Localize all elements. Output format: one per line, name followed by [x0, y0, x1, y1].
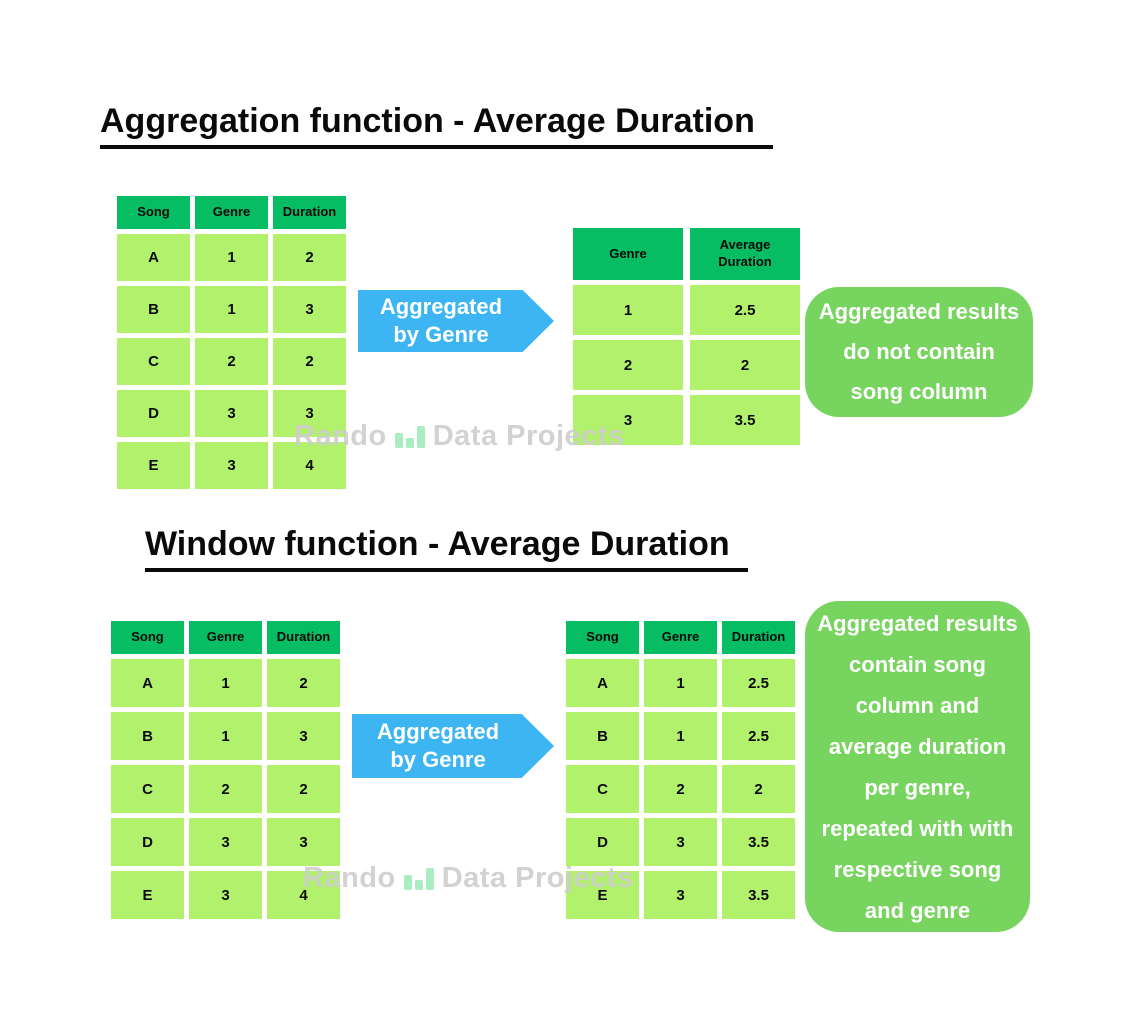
note-line: repeated with with — [821, 815, 1014, 841]
header-cell: Genre — [573, 228, 683, 280]
data-cell: 2 — [573, 340, 683, 390]
section-title-aggregation: Aggregation function - Average Duration — [100, 102, 773, 149]
data-cell: D — [111, 818, 184, 866]
data-cell: 3 — [273, 390, 346, 437]
watermark-text-rest: Data Projects — [432, 420, 625, 452]
data-cell: 2 — [644, 765, 717, 813]
data-cell: 3 — [267, 712, 340, 760]
watermark-text-prefix: Rando — [294, 420, 387, 452]
data-cell: 4 — [267, 871, 340, 919]
header-cell: Song — [566, 621, 639, 654]
data-cell: A — [111, 659, 184, 707]
data-cell: 2.5 — [722, 659, 795, 707]
aggregated-by-genre-arrow: Aggregated by Genre — [352, 714, 554, 778]
bar-chart-icon — [394, 425, 425, 448]
note-line: Aggregated results — [817, 610, 1018, 636]
data-cell: C — [117, 338, 190, 385]
data-cell: A — [566, 659, 639, 707]
data-cell: 1 — [189, 712, 262, 760]
note-line: column and — [855, 692, 980, 718]
watermark: Rando Data Projects — [294, 420, 625, 453]
header-cell: Average Duration — [690, 228, 800, 280]
header-cell: Genre — [189, 621, 262, 654]
data-cell: 2 — [722, 765, 795, 813]
data-cell: A — [117, 234, 190, 281]
data-cell: E — [566, 871, 639, 919]
data-cell: 3.5 — [690, 395, 800, 445]
data-cell: C — [111, 765, 184, 813]
data-cell: 2.5 — [722, 712, 795, 760]
data-cell: B — [117, 286, 190, 333]
data-cell: 1 — [189, 659, 262, 707]
data-cell: 3 — [189, 871, 262, 919]
data-cell: E — [117, 442, 190, 489]
header-cell: Genre — [195, 196, 268, 229]
note-line: song column — [850, 379, 988, 404]
data-cell: 1 — [644, 712, 717, 760]
data-cell: 2 — [189, 765, 262, 813]
data-cell: 2 — [273, 234, 346, 281]
arrow-label-line1: Aggregated — [376, 719, 500, 744]
header-cell: Song — [117, 196, 190, 229]
data-cell: 3.5 — [722, 818, 795, 866]
note-line: average duration — [828, 733, 1007, 759]
note-line: do not contain — [843, 339, 995, 364]
data-cell: E — [111, 871, 184, 919]
data-cell: 1 — [573, 285, 683, 335]
window-source-table: Song Genre Duration A 1 2 B 1 3 C 2 2 D … — [111, 621, 340, 919]
data-cell: 3 — [195, 442, 268, 489]
watermark-text-prefix: Rando — [303, 862, 396, 894]
note-line: contain song — [849, 651, 986, 677]
note-line: and genre — [864, 897, 971, 923]
data-cell: 3 — [644, 871, 717, 919]
aggregated-by-genre-arrow: Aggregated by Genre — [358, 290, 554, 352]
note-line: respective song — [833, 856, 1002, 882]
header-cell: Duration — [267, 621, 340, 654]
data-cell: 2.5 — [690, 285, 800, 335]
data-cell: D — [117, 390, 190, 437]
data-cell: 1 — [644, 659, 717, 707]
data-cell: 2 — [273, 338, 346, 385]
watermark: Rando Data Projects — [303, 862, 634, 895]
data-cell: D — [566, 818, 639, 866]
data-cell: B — [566, 712, 639, 760]
data-cell: 3 — [644, 818, 717, 866]
aggregation-source-table: Song Genre Duration A 1 2 B 1 3 C 2 2 D … — [117, 196, 346, 489]
data-cell: 2 — [267, 765, 340, 813]
window-note-box: Aggregated results contain song column a… — [805, 601, 1030, 932]
data-cell: 3 — [195, 390, 268, 437]
bar-chart-icon — [403, 867, 434, 890]
note-line: Aggregated results — [818, 299, 1020, 324]
data-cell: 2 — [267, 659, 340, 707]
data-cell: 2 — [195, 338, 268, 385]
arrow-label-line1: Aggregated — [379, 294, 503, 319]
section-title-window: Window function - Average Duration — [145, 525, 748, 572]
data-cell: 3 — [573, 395, 683, 445]
data-cell: 3.5 — [722, 871, 795, 919]
watermark-text-rest: Data Projects — [441, 862, 634, 894]
window-result-table: Song Genre Duration A 1 2.5 B 1 2.5 C 2 … — [566, 621, 795, 919]
aggregation-result-table: Genre Average Duration 1 2.5 2 2 3 3.5 — [573, 228, 800, 445]
note-line: per genre, — [864, 774, 971, 800]
arrow-label-line2: by Genre — [390, 747, 486, 772]
data-cell: 1 — [195, 286, 268, 333]
header-cell: Song — [111, 621, 184, 654]
data-cell: 3 — [267, 818, 340, 866]
aggregation-note-box: Aggregated results do not contain song c… — [805, 287, 1033, 417]
data-cell: B — [111, 712, 184, 760]
arrow-label-line2: by Genre — [393, 322, 489, 347]
data-cell: 4 — [273, 442, 346, 489]
header-cell: Duration — [722, 621, 795, 654]
header-cell: Genre — [644, 621, 717, 654]
header-cell: Duration — [273, 196, 346, 229]
data-cell: 3 — [273, 286, 346, 333]
data-cell: 1 — [195, 234, 268, 281]
section-title-text: Aggregation function - Average Duration — [100, 102, 773, 149]
section-title-text: Window function - Average Duration — [145, 525, 748, 572]
data-cell: 3 — [189, 818, 262, 866]
data-cell: 2 — [690, 340, 800, 390]
data-cell: C — [566, 765, 639, 813]
